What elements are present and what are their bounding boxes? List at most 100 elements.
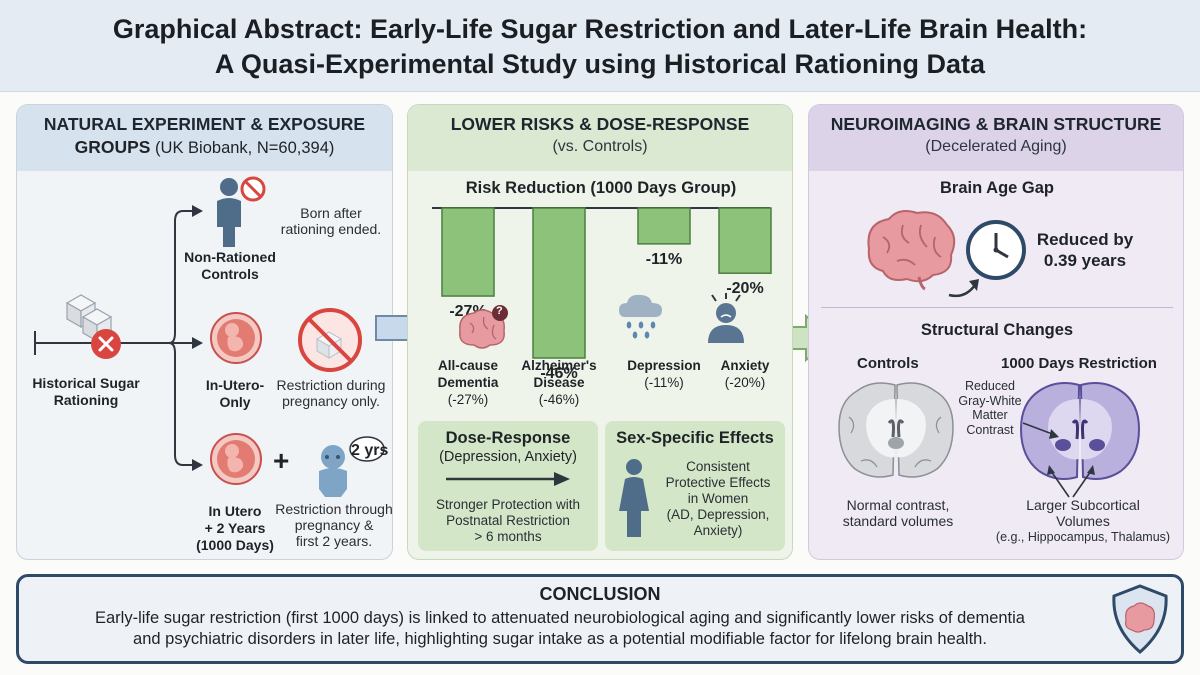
annotation-line: Volumes bbox=[1056, 513, 1110, 529]
group-inutero-desc: Restriction during pregnancy only. bbox=[271, 377, 391, 409]
group-1000days-desc: Restriction through pregnancy & first 2 … bbox=[275, 501, 392, 549]
group-desc-line: Restriction during bbox=[276, 377, 386, 393]
chart-bar bbox=[718, 207, 772, 274]
group-desc-line: Born after bbox=[300, 205, 362, 221]
no-entry-icon bbox=[240, 176, 266, 202]
chart-category-sublabel: (-11%) bbox=[644, 375, 684, 390]
group-desc-line: pregnancy & bbox=[294, 517, 374, 533]
group-desc-line: first 2 years. bbox=[295, 533, 373, 549]
arrow-right-icon bbox=[446, 472, 570, 486]
x-circle-icon bbox=[91, 329, 121, 359]
group-name-line: In Utero bbox=[208, 503, 262, 519]
fetus-icon bbox=[210, 433, 262, 485]
group-name-line: Controls bbox=[201, 266, 259, 282]
annotation-line: Larger Subcortical bbox=[1026, 497, 1140, 513]
structural-title: Structural Changes bbox=[920, 321, 1074, 339]
controls-desc-line: Normal contrast, bbox=[846, 497, 950, 513]
chart-category-line: Alzheimer's bbox=[521, 358, 597, 373]
chart-category-sublabel: (-20%) bbox=[724, 375, 766, 390]
chart-bar bbox=[532, 207, 586, 359]
annotation-subcortical: Larger Subcortical Volumes (e.g., Hippoc… bbox=[981, 497, 1183, 545]
group-controls-desc: Born after rationing ended. bbox=[275, 205, 387, 237]
chart-value-label: -46% bbox=[540, 365, 577, 382]
brain-age-title: Brain Age Gap bbox=[940, 179, 1054, 197]
brain-section-icon bbox=[838, 382, 954, 478]
conclusion-title: CONCLUSION bbox=[539, 584, 661, 604]
group-name-line: Non-Rationed bbox=[184, 249, 276, 265]
group-controls-name: Non-Rationed Controls bbox=[175, 249, 285, 283]
anxious-person-icon bbox=[708, 293, 744, 343]
source-label-line: Historical Sugar bbox=[32, 375, 140, 391]
group-1000days-name: In Utero + 2 Years (1000 Days) bbox=[189, 503, 281, 554]
annotation-line: Gray-White bbox=[958, 393, 1022, 408]
fetus-icon bbox=[210, 312, 262, 364]
panel-title-groups: GROUPS bbox=[74, 137, 151, 157]
dose-response-line: Stronger Protection with bbox=[435, 497, 581, 512]
sex-effects-line: (AD, Depression, bbox=[666, 507, 770, 522]
brain-age-value-line: 0.39 years bbox=[1043, 251, 1127, 270]
risk-reduction-chart: -27%-46%-11%-20% bbox=[432, 207, 772, 382]
chart-category-sublabel: (-27%) bbox=[447, 392, 489, 407]
chart-category-line: Depression bbox=[627, 358, 701, 373]
brain-section-icon bbox=[1019, 382, 1141, 480]
shield-brain-icon bbox=[1112, 584, 1168, 654]
sex-effects-line: in Women bbox=[687, 491, 749, 506]
chart-category-line: All-cause bbox=[437, 358, 499, 373]
arrow-right-icon bbox=[948, 279, 979, 298]
sex-effects-title: Sex-Specific Effects bbox=[616, 429, 774, 447]
question-mark: ? bbox=[496, 305, 503, 317]
rain-cloud-icon bbox=[619, 294, 662, 339]
chart-value-label: -20% bbox=[726, 280, 763, 297]
risks-panel: LOWER RISKS & DOSE-RESPONSE (vs. Control… bbox=[407, 104, 793, 560]
panel-header-bg bbox=[408, 105, 792, 171]
panel-title: NATURAL EXPERIMENT & EXPOSURE bbox=[43, 114, 366, 134]
dose-response-box bbox=[418, 421, 598, 551]
page-title-line-1: Graphical Abstract: Early-Life Sugar Res… bbox=[112, 14, 1088, 44]
dose-response-text: Stronger Protection with Postnatal Restr… bbox=[418, 497, 598, 545]
chart-category-line: Dementia bbox=[437, 375, 499, 390]
conclusion-line: and psychiatric disorders in later life,… bbox=[133, 630, 987, 648]
header-banner bbox=[0, 0, 1200, 92]
brain-age-value: Reduced by 0.39 years bbox=[1021, 229, 1149, 271]
brain-age-value-line: Reduced by bbox=[1036, 230, 1134, 249]
chart-category-sublabel: (-46%) bbox=[538, 392, 580, 407]
annotation-line: Reduced bbox=[964, 379, 1016, 393]
divider bbox=[821, 307, 1173, 308]
plus-sign: + bbox=[273, 445, 290, 476]
conclusion-line: Early-life sugar restriction (first 1000… bbox=[95, 609, 1025, 627]
brain-icon bbox=[867, 210, 956, 291]
group-inutero-name: In-Utero- Only bbox=[189, 377, 281, 411]
panel-title: LOWER RISKS & DOSE-RESPONSE bbox=[450, 114, 750, 134]
panel-subtitle: (vs. Controls) bbox=[552, 138, 648, 155]
panel-header: LOWER RISKS & DOSE-RESPONSE (vs. Control… bbox=[408, 114, 792, 156]
neuroimaging-panel: NEUROIMAGING & BRAIN STRUCTURE (Decelera… bbox=[808, 104, 1184, 560]
panel-title-source: (UK Biobank, N=60,394) bbox=[150, 139, 335, 157]
panel-header: NEUROIMAGING & BRAIN STRUCTURE (Decelera… bbox=[809, 114, 1183, 156]
chart-bar bbox=[637, 207, 691, 245]
group-name-line: (1000 Days) bbox=[196, 537, 274, 553]
group-desc-line: pregnancy only. bbox=[282, 393, 380, 409]
panel-subtitle: GROUPS (UK Biobank, N=60,394) bbox=[17, 137, 392, 158]
woman-icon bbox=[619, 459, 649, 537]
brain-icon bbox=[459, 305, 508, 349]
person-icon bbox=[217, 178, 241, 247]
chart-category-line: Disease bbox=[533, 375, 585, 390]
annotation-line: Matter bbox=[972, 408, 1008, 422]
dose-response-line: > 6 months bbox=[474, 529, 542, 544]
panel-header-bg bbox=[17, 105, 392, 171]
clock-icon bbox=[966, 220, 1026, 280]
annotation-line: (e.g., Hippocampus, Thalamus) bbox=[995, 530, 1171, 544]
baby-icon bbox=[319, 436, 385, 497]
controls-desc: Normal contrast, standard volumes bbox=[823, 497, 973, 529]
group-name-line: In-Utero- bbox=[205, 377, 265, 393]
panel-title: NEUROIMAGING & BRAIN STRUCTURE bbox=[830, 114, 1162, 134]
chart-value-label: -11% bbox=[646, 251, 682, 268]
panel-subtitle: (Decelerated Aging) bbox=[925, 138, 1067, 155]
sugar-cubes-icon bbox=[65, 294, 113, 343]
annotation-line: Contrast bbox=[966, 422, 1014, 437]
annotation-arrows bbox=[1022, 422, 1095, 498]
controls-label: Controls bbox=[857, 355, 919, 372]
chart-category-line: Anxiety bbox=[720, 358, 770, 373]
